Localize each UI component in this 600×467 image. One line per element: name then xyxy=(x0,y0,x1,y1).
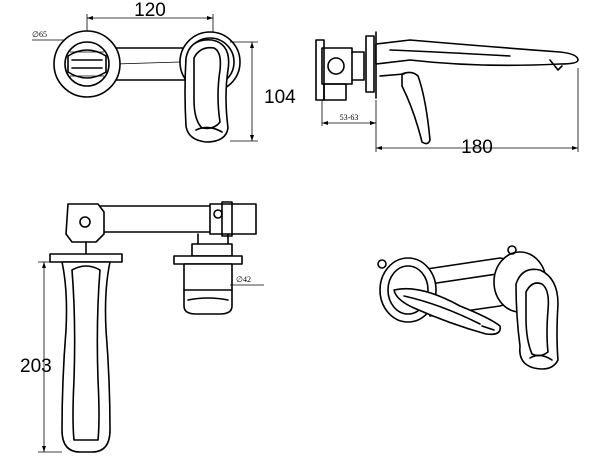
perspective-view xyxy=(377,245,559,370)
dim-180: 180 xyxy=(461,137,493,158)
dim-104: 104 xyxy=(264,87,296,108)
side-view: 53-63 180 xyxy=(315,31,579,158)
dim-diameter-42: ∅42 xyxy=(236,275,251,284)
dim-203: 203 xyxy=(20,356,52,377)
top-view: ∅42 203 xyxy=(20,201,264,453)
front-view: 120 ∅65 104 xyxy=(32,0,296,143)
dim-diameter-65: ∅65 xyxy=(32,30,47,39)
dim-120: 120 xyxy=(134,0,166,21)
dim-range-53-63: 53-63 xyxy=(340,113,359,122)
